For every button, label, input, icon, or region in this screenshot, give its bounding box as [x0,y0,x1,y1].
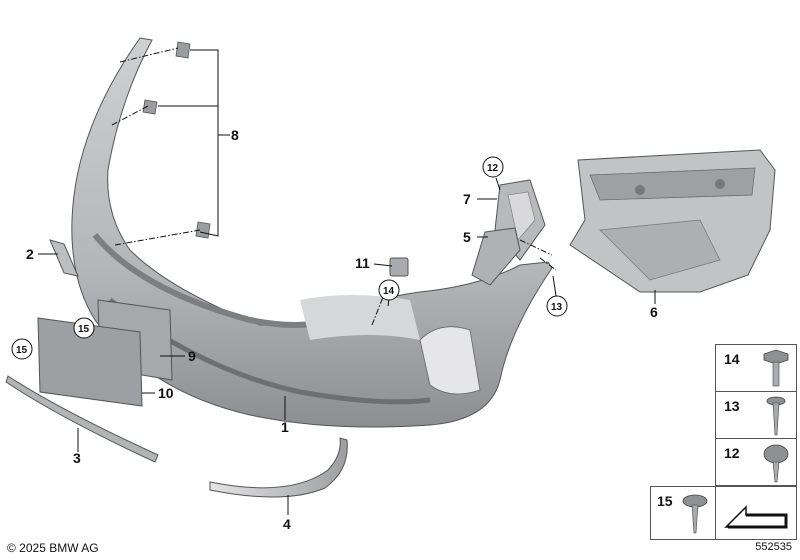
legend-screw-12: 12 [715,438,797,486]
washer-screw-icon [682,494,708,534]
legend-label-12: 12 [724,445,740,461]
diagram-id: 552535 [755,541,792,553]
legend-arrow-box [715,486,797,540]
leader-lines [38,49,656,515]
collar-screw-icon [763,349,789,387]
callout-13: 13 [546,295,568,317]
label-part-10: 10 [158,385,174,401]
svg-text:15: 15 [78,324,90,335]
bumper-trim-panel [71,37,553,428]
trim-strip-lower [5,375,159,463]
legend-label-15: 15 [657,493,673,509]
assembly-lines [111,47,557,326]
label-part-7: 7 [463,191,471,207]
label-part-6: 6 [650,304,658,320]
label-part-3: 3 [73,450,81,466]
mounting-clips [142,41,211,239]
legend-screw-15: 15 [650,486,716,540]
legend-screw-14: 14 [715,344,797,392]
label-part-4: 4 [283,516,291,532]
svg-text:14: 14 [383,286,395,297]
label-part-1: 1 [281,419,289,435]
svg-text:15: 15 [16,345,28,356]
label-part-11: 11 [355,255,370,271]
label-part-5: 5 [463,229,471,245]
copyright-notice: © 2025 BMW AG [7,541,99,555]
plate-holder-lower [37,317,143,407]
svg-text:13: 13 [551,302,563,313]
callout-12: 12 [482,156,504,178]
callout-14: 14 [378,279,400,301]
pan-head-screw-icon [763,444,789,483]
legend-screw-13: 13 [715,391,797,439]
legend-label-14: 14 [724,351,740,367]
label-part-2: 2 [26,246,34,262]
air-duct-lower [471,227,521,286]
label-part-9: 9 [188,348,196,364]
callout-15-lower: 15 [11,338,33,360]
self-tapping-screw-icon [766,396,786,436]
legend-label-13: 13 [724,398,740,414]
trim-strip-chrome [209,437,348,498]
bracket-assembly [569,149,776,293]
callout-15-upper: 15 [73,317,95,339]
direction-arrow-icon [724,505,788,529]
cover-plate [389,257,409,277]
label-part-8: 8 [231,127,239,143]
svg-text:12: 12 [487,163,499,174]
cover-clip [49,239,79,277]
